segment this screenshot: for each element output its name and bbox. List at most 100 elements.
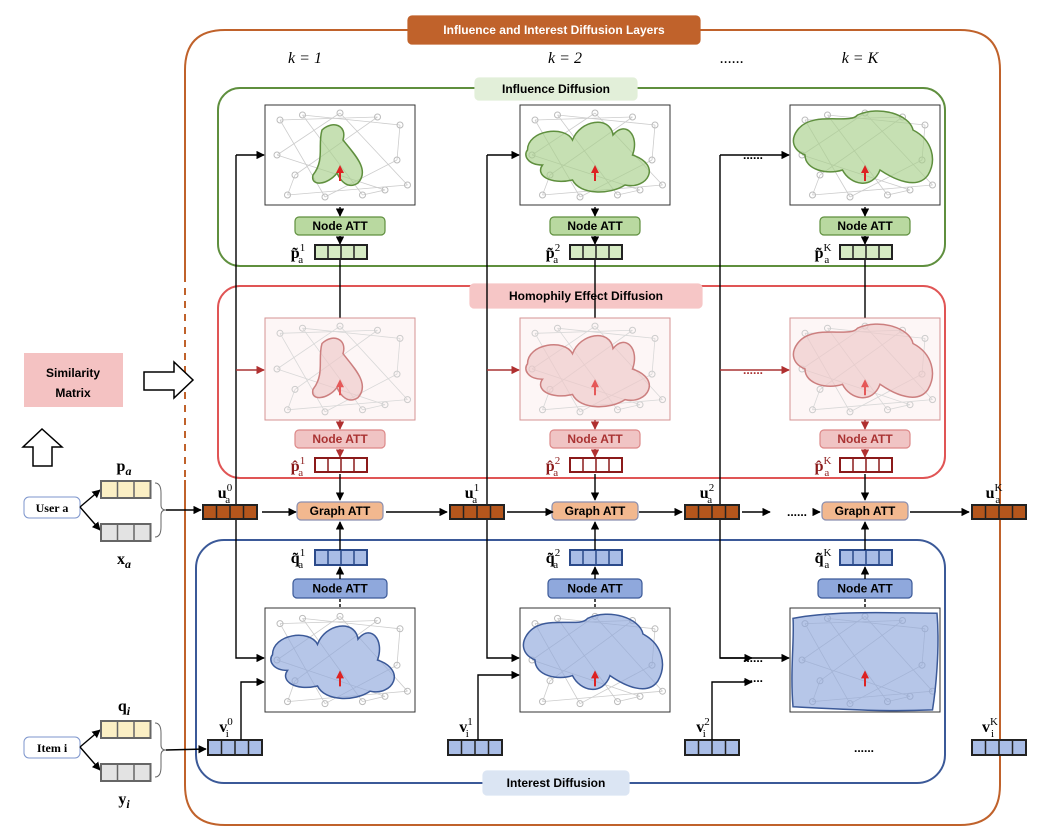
item-i-node-to-y-i [79,746,101,771]
user-vector-label-3-sub: a [995,494,1000,506]
influence-network-1-diffusion-region [312,124,364,187]
target-user-icon [591,379,599,396]
outer-title-badge: Influence and Interest Diffusion Layers [407,15,701,45]
similarity-matrix-line-2: Matrix [55,386,91,400]
target-user-icon [591,165,599,181]
interest-vector-label-2-sup: 2 [555,547,561,559]
item-vector-label-2-sup: 2 [704,716,710,728]
network-edge [287,174,296,196]
homophily-vector-label-3-base: p̂ [815,458,824,475]
network-node [276,329,284,337]
network-edge [287,399,408,411]
influence-vector-1 [314,244,368,260]
homophily-vector-2 [569,457,623,473]
user-vector-3 [971,504,1027,520]
network-node [629,113,636,121]
influence-vector-label-2-base: p̃ [546,245,555,262]
homophily-vector-label-1-sup: 1 [300,455,306,467]
interest-vector-label-3-sub: a [824,559,829,571]
network-edge [542,399,663,411]
interest-vector-2 [569,549,623,566]
network-edge [302,618,401,630]
homophily-node-att-3-label: Node ATT [837,432,893,446]
network-edge [827,327,888,411]
item-vector-label-2-sub: i [703,728,706,740]
network-edge [542,389,551,410]
network-edge [534,116,633,121]
network-node [374,616,381,624]
user-vector-label-1-sup: 1 [474,482,480,494]
network-edge [276,368,386,406]
influence-vector-label-3-base: p̃ [815,245,824,262]
hollow-up-arrow-icon [21,427,64,467]
user-vector-label-1-sub: a [472,494,477,506]
network-node [336,612,344,620]
outer-title-badge-bg [407,15,701,45]
item-vector-label-3-sup: K [990,716,998,728]
item-vector-label-2-base: v [696,719,704,736]
q-i-vector-frame [100,720,152,739]
user-to-interest-image-3 [719,155,790,663]
v1-to-interest-image-2 [477,670,520,740]
network-node [651,625,659,633]
k-label-K: k = K [842,50,880,67]
homophily-vector-label-2-sup: 2 [555,455,561,467]
homophily-diffusion-title-bg [469,283,703,309]
graph-att-2: Graph ATT [551,501,639,521]
user-vector-label-1-base: u [465,485,474,502]
network-node [921,121,929,129]
network-node [659,687,666,695]
network-edge [396,628,401,666]
network-node [531,116,539,124]
interest-diffusion-title-bg [482,770,630,796]
network-node [321,700,329,708]
network-node [284,191,291,199]
influence-diffusion-title-label: Influence Diffusion [502,82,610,96]
interest-node-att-2: Node ATT [547,578,643,599]
target-user-icon [336,670,344,687]
q-i-vector [100,720,152,739]
interest-vector-label-1-base: q̃ [291,550,300,567]
x-a-vector [100,523,152,542]
user-a-node: User a [23,482,167,538]
user-vector-label-0-sub: a [225,494,230,506]
influence-node-att-2-bg [549,216,641,236]
network-node [299,111,306,119]
interest-vector-label-1-sub: a [298,559,303,571]
network-edge [302,114,401,126]
y-i-vector-frame [100,763,152,782]
network-node [276,116,284,124]
homophily-node-att-2: Node ATT [549,429,641,449]
network-node [918,370,926,378]
interest-vector-1 [314,549,368,566]
network-node [884,406,891,414]
user-vector-label-2-base: u [700,485,709,502]
network-edge [276,112,341,156]
network-node [576,408,584,416]
influence-vector-label-1-sub: a [298,254,303,266]
interest-node-att-1-label: Node ATT [312,582,368,596]
influence-network-3 [789,104,941,206]
network-node [273,151,281,159]
network-node [816,385,824,393]
network-edge [531,368,641,406]
user-vector-0 [202,504,258,520]
homophily-vector-1 [314,457,368,473]
p-a-label-sub: a [125,464,131,478]
influence-node-att-1-bg [294,216,386,236]
influence-vector-label-3-sub: a [824,254,829,266]
network-edge [812,184,933,196]
network-edge [887,404,911,411]
network-node [539,191,546,199]
network-edge [617,696,641,702]
network-node [273,365,281,373]
homophily-network-2 [519,317,671,421]
influence-node-att-3: Node ATT [819,216,911,236]
homophily-node-att-1-bg [294,429,386,449]
network-edge [279,329,378,334]
